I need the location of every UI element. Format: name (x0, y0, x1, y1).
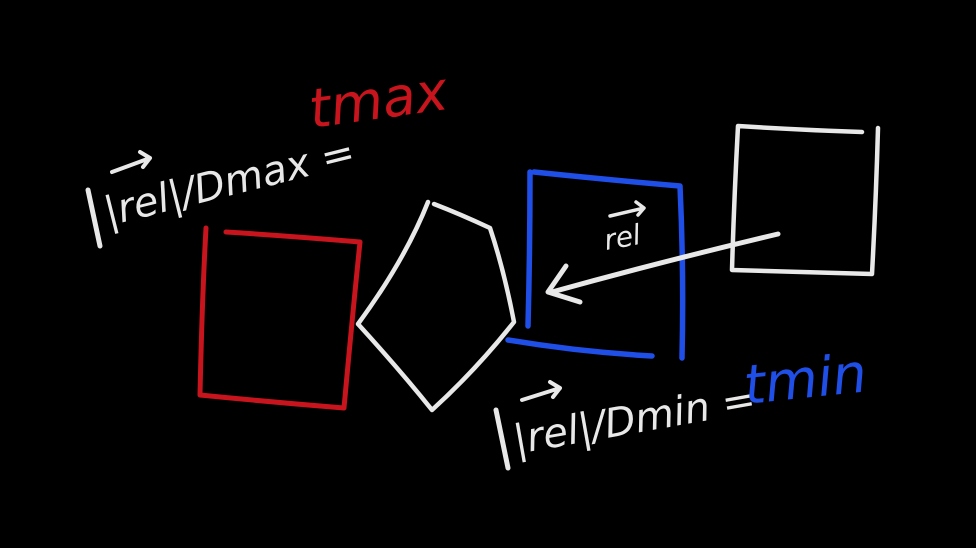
vector-arrow-mid (608, 200, 646, 218)
rel-vector-arrow: rel (545, 200, 781, 305)
rel-arrow-label: rel (601, 218, 643, 257)
abs-bar-left (85, 187, 103, 249)
rel-arrow-shaft (549, 231, 781, 295)
vector-arrow-top (110, 150, 152, 174)
vector-arrow-bottom (520, 380, 562, 402)
rel-arrow-head (545, 263, 583, 305)
bottom-formula-rhs: tmin (741, 341, 870, 417)
white-pentagon (355, 199, 517, 413)
abs-bar-left-bottom (493, 407, 511, 471)
red-square (197, 225, 363, 411)
blue-square (505, 169, 686, 361)
white-square (729, 123, 881, 277)
